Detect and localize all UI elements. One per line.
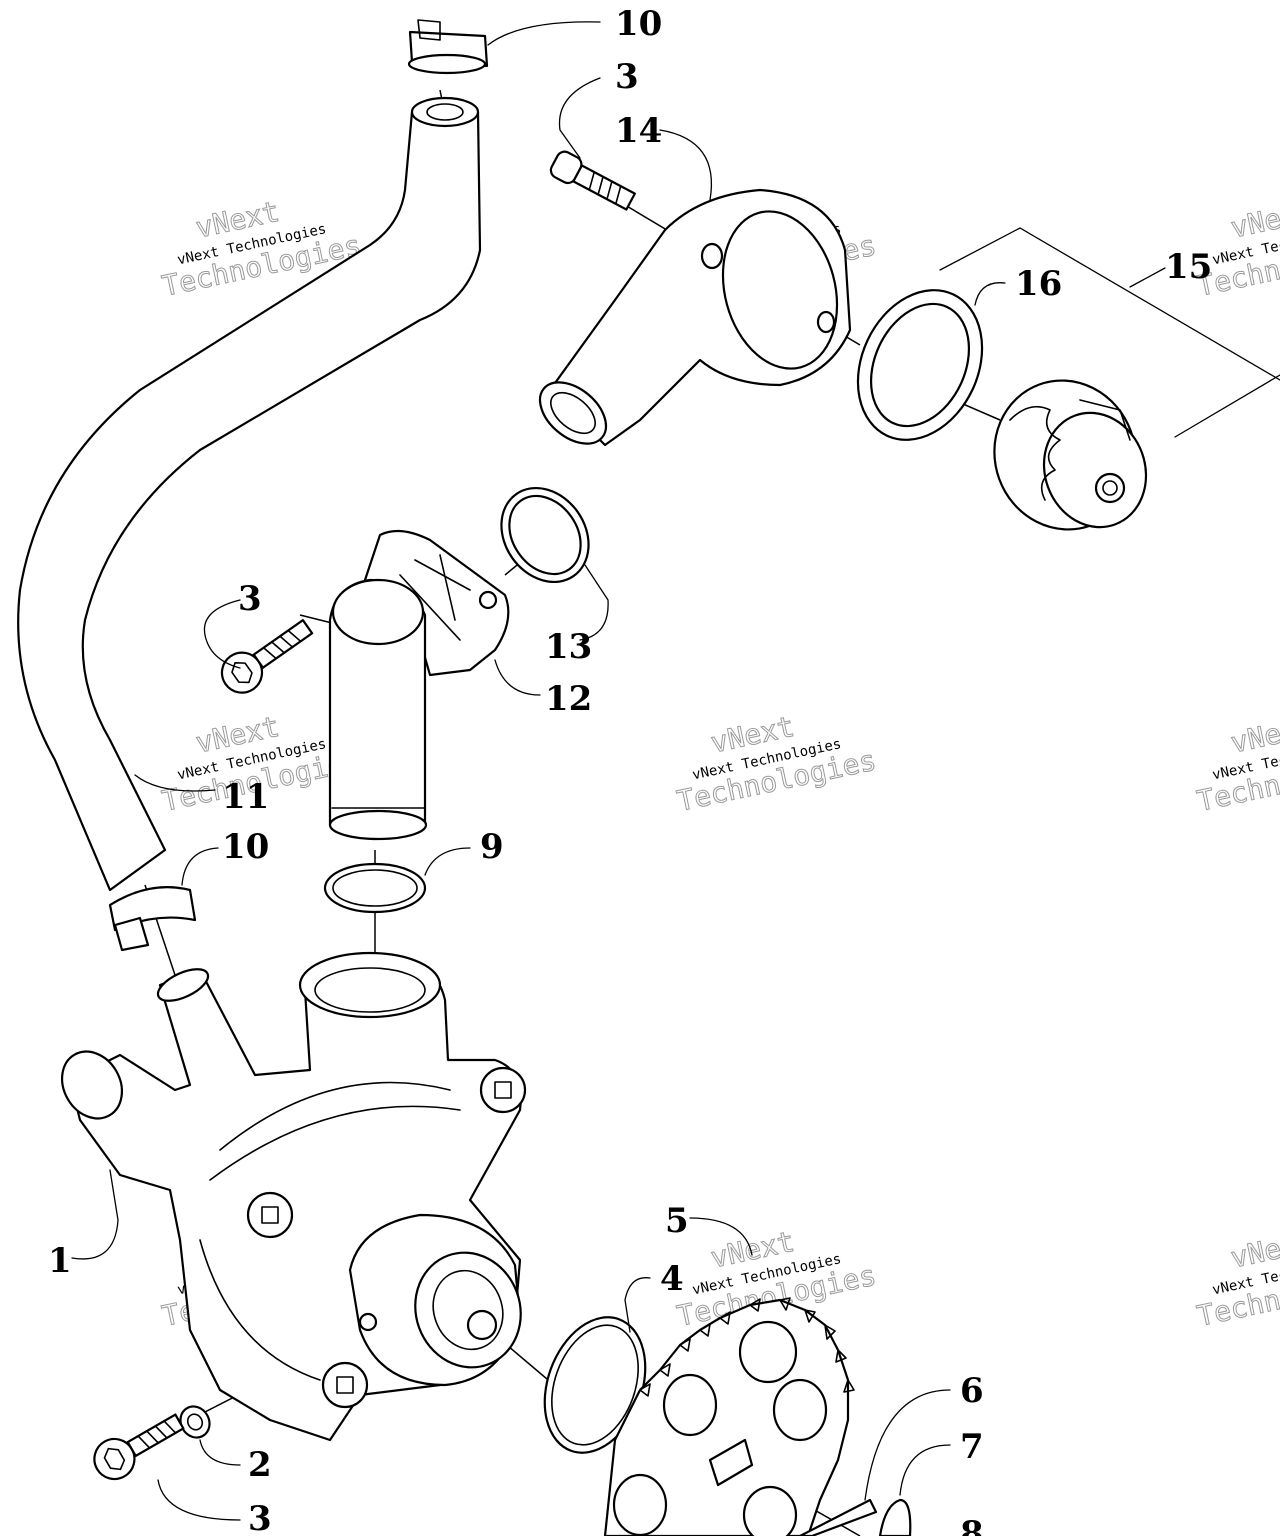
hose-clamp-bottom: [108, 886, 197, 952]
callout-1: 1: [48, 1241, 72, 1281]
svg-text:vNext: vNext: [1228, 710, 1280, 760]
screw-middle: [220, 619, 314, 694]
callout-10-lower: 10: [222, 827, 269, 867]
callout-8: 8: [960, 1514, 984, 1536]
callout-14: 14: [615, 111, 662, 151]
watermark: vNext vNext Technologies Technologies: [1194, 1224, 1280, 1333]
svg-text:vNext: vNext: [1228, 1225, 1280, 1275]
callout-15: 15: [1165, 247, 1212, 287]
callout-3-middle: 3: [238, 579, 262, 619]
o-ring-9: [323, 862, 427, 914]
callout-12: 12: [545, 679, 592, 719]
thermostat: [993, 379, 1148, 531]
callout-3-top: 3: [615, 57, 639, 97]
bracket-15: [939, 227, 1280, 438]
elbow-o-ring: [500, 486, 590, 584]
callout-10-top: 10: [615, 4, 662, 44]
watermark: vNext vNext Technologies Technologies: [1194, 709, 1280, 818]
callouts: 10 3 14 16 15 3 13 12 11 10 9 1 5 4 6 7 …: [48, 4, 1212, 1536]
callout-16: 16: [1015, 264, 1062, 304]
leader-lines: [71, 21, 1006, 1521]
hose-clamp-top: [407, 19, 489, 75]
drive-pin: [798, 1498, 878, 1536]
drive-gear: [603, 1297, 855, 1536]
thermostat-gasket: [856, 289, 984, 441]
callout-9: 9: [480, 827, 504, 867]
callout-11: 11: [222, 777, 269, 817]
callout-13: 13: [545, 627, 592, 667]
svg-text:vNext: vNext: [1228, 195, 1280, 245]
thermostat-housing: [538, 188, 852, 447]
washer-2: [179, 1405, 211, 1439]
watermark: vNext vNext Technologies Technologies: [674, 709, 880, 818]
callout-7: 7: [960, 1427, 984, 1467]
screw-top: [549, 150, 636, 211]
callout-5: 5: [665, 1201, 689, 1241]
callout-6: 6: [960, 1371, 984, 1411]
screw-bottom: [93, 1413, 185, 1481]
coolant-hose: [17, 96, 482, 892]
pump-hub: [348, 1213, 522, 1387]
outlet-elbow: [328, 529, 510, 841]
callout-2: 2: [248, 1445, 272, 1485]
callout-4: 4: [660, 1259, 684, 1299]
gear-washer: [878, 1498, 912, 1536]
callout-3-bottom: 3: [248, 1499, 272, 1536]
